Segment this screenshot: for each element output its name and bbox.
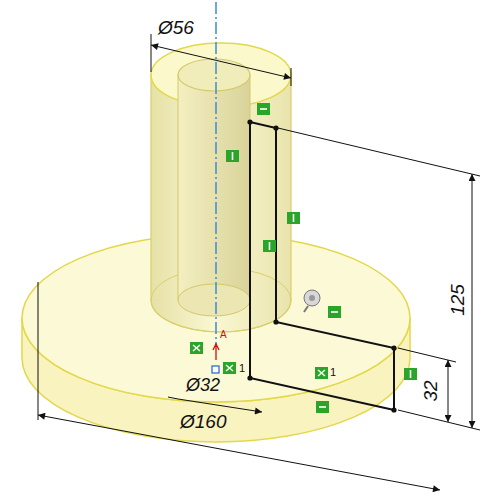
diameter-dimension: Ø160 [180, 412, 226, 431]
relation-count: 1 [330, 367, 336, 378]
height-dimension: 125 [448, 284, 467, 316]
relation-count: 1 [239, 363, 245, 374]
diameter-dimension: Ø56 [158, 18, 194, 37]
bore [178, 75, 250, 300]
origin-arrow [213, 344, 219, 360]
bore-bottom [178, 284, 250, 316]
height-dimension: 32 [421, 380, 440, 401]
dimension-lines [38, 34, 480, 490]
bore-top [178, 59, 250, 91]
center-axis [215, 2, 217, 345]
boss-body [151, 75, 291, 332]
sketch-points [247, 119, 396, 412]
axis-letter: A [220, 330, 227, 340]
cursor-icon [304, 290, 320, 312]
origin-mark [212, 366, 219, 373]
diameter-dimension: Ø32 [186, 376, 220, 394]
sketch-profile [250, 122, 394, 410]
relation-icons [190, 103, 417, 413]
